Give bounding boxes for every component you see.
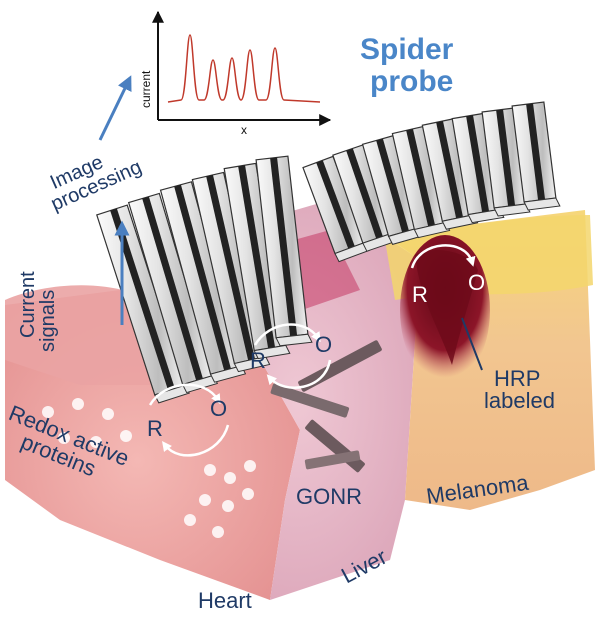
redox-cycle-heart	[148, 383, 230, 457]
title: Spider probe	[360, 34, 453, 97]
probe-electrode	[142, 196, 203, 381]
protein-dot	[72, 398, 84, 410]
probe-electrode	[238, 165, 276, 349]
spider-probe-array	[96, 101, 561, 404]
protein-dot	[90, 436, 102, 448]
redox-o-liver: O	[315, 332, 333, 357]
probe-tip	[275, 333, 313, 347]
title-line1: Spider	[360, 33, 454, 66]
heart-label: Heart	[198, 588, 252, 613]
gonr-rod	[304, 450, 361, 470]
protein-dot	[102, 408, 114, 420]
redox-arrow-top	[410, 244, 476, 269]
probe-electrode	[206, 174, 255, 361]
probe-tip	[154, 384, 190, 404]
redox-r-melanoma: R	[412, 282, 428, 307]
probe-electrode	[436, 120, 463, 219]
probe-electrode	[406, 128, 435, 227]
tumor-core	[415, 250, 478, 365]
protein-dot	[244, 460, 256, 472]
redox-r-liver: R	[250, 348, 266, 373]
hrp-line2: labeled	[484, 388, 555, 413]
gonr-label: GONR	[296, 484, 362, 509]
protein-dot	[58, 432, 70, 444]
probe-electrode	[526, 103, 546, 201]
current-trace	[167, 34, 321, 103]
redox-o-melanoma: O	[468, 270, 486, 295]
hrp-pointer	[461, 317, 483, 371]
probe-tip	[181, 374, 219, 394]
probe-electrode	[316, 160, 355, 249]
probe-tip	[413, 221, 451, 239]
redox-cycle-liver	[253, 323, 332, 389]
current-signals-line2: signals	[37, 289, 59, 352]
protein-dot	[199, 494, 211, 506]
probe-electrode	[496, 109, 516, 207]
probe-electrode	[466, 115, 490, 213]
protein-dot	[222, 500, 234, 512]
probe-tip	[441, 214, 479, 230]
plot-ylabel: current	[139, 70, 153, 108]
redox-cycle-melanoma	[410, 244, 476, 269]
protein-dot	[184, 514, 196, 526]
plot-xlabel: x	[241, 123, 247, 137]
probe-electrode	[270, 157, 298, 337]
probe-tip	[209, 365, 247, 383]
redox-arrow-bottom	[161, 424, 230, 457]
current-signals-label: Current signals	[17, 271, 59, 352]
redox-arrow-top	[148, 383, 221, 406]
current-signals-line1: Current	[17, 271, 39, 338]
probe-tip	[467, 208, 505, 224]
hrp-line1: HRP	[494, 366, 541, 391]
title-line2: probe	[370, 64, 454, 98]
protein-dot	[242, 488, 254, 500]
redox-arrow-top	[253, 323, 321, 346]
protein-dot	[224, 472, 236, 484]
probe-tip	[253, 344, 291, 360]
image-processing-arrow	[98, 75, 132, 141]
probe-tip	[493, 203, 531, 217]
redox-protein-dots	[42, 398, 256, 538]
protein-dot	[120, 430, 132, 442]
gonr-rod	[270, 383, 350, 418]
probe-electrode	[376, 138, 409, 233]
probe-electrode	[174, 184, 231, 371]
current-plot	[152, 10, 332, 126]
probe-electrode	[346, 148, 383, 239]
protein-dot	[42, 406, 54, 418]
hrp-label: HRP labeled	[484, 368, 555, 412]
probe-tip	[523, 197, 561, 211]
probe-tip	[233, 355, 271, 373]
redox-arrow-bottom	[266, 359, 332, 389]
redox-r-heart: R	[147, 416, 163, 441]
protein-dot	[212, 526, 224, 538]
redox-o-heart: O	[210, 396, 228, 421]
protein-dot	[204, 464, 216, 476]
